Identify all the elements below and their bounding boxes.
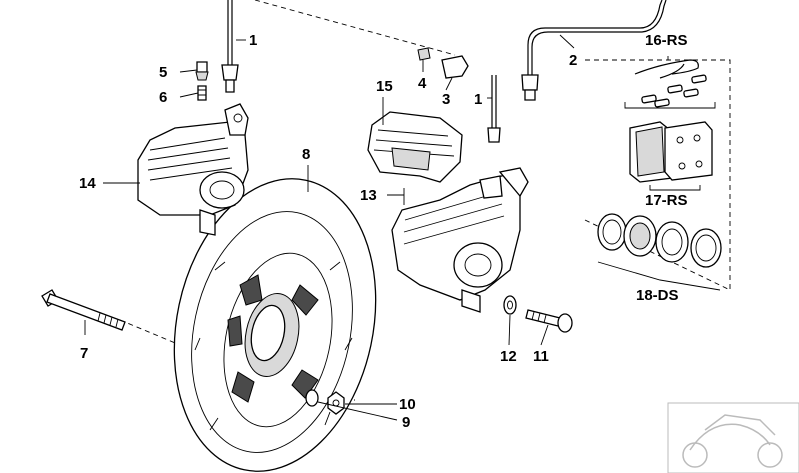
parts-set-16 <box>624 59 716 109</box>
callout-labels: 1 5 6 14 7 8 15 4 3 1 2 16-RS 13 17-RS 1… <box>79 32 688 431</box>
right-caliper <box>391 167 529 313</box>
retaining-clip <box>417 47 469 79</box>
callout-14: 14 <box>79 175 96 192</box>
callout-3: 3 <box>442 91 450 108</box>
callout-12: 12 <box>500 348 517 365</box>
callout-8: 8 <box>302 146 310 163</box>
brake-line-right <box>487 0 667 143</box>
callout-11: 11 <box>533 348 549 365</box>
washer-and-bolt <box>503 295 573 333</box>
seal-kit-18 <box>597 213 722 291</box>
callout-15: 15 <box>376 78 393 95</box>
callout-13: 13 <box>360 187 377 204</box>
left-caliper <box>137 103 249 236</box>
callout-2: 2 <box>569 52 577 69</box>
callout-1-right: 1 <box>474 91 482 108</box>
callout-18-ds: 18-DS <box>636 287 679 304</box>
brake-disc <box>173 178 377 472</box>
callout-5: 5 <box>159 64 167 81</box>
callout-6: 6 <box>159 89 167 106</box>
leader-lines <box>84 34 669 421</box>
bleeder-parts <box>195 61 209 101</box>
callout-10: 10 <box>399 396 416 413</box>
callout-4: 4 <box>418 75 427 92</box>
pad-spring <box>367 111 463 183</box>
callout-17-rs: 17-RS <box>645 192 688 209</box>
callout-16-rs: 16-RS <box>645 32 688 49</box>
brake-line-left <box>221 0 239 93</box>
brake-pads-17 <box>629 121 713 191</box>
long-bolt <box>41 289 126 331</box>
callout-9: 9 <box>402 414 410 431</box>
callout-7: 7 <box>80 345 88 362</box>
callout-1-left: 1 <box>249 32 257 49</box>
motorcycle-thumbnail <box>667 402 799 473</box>
